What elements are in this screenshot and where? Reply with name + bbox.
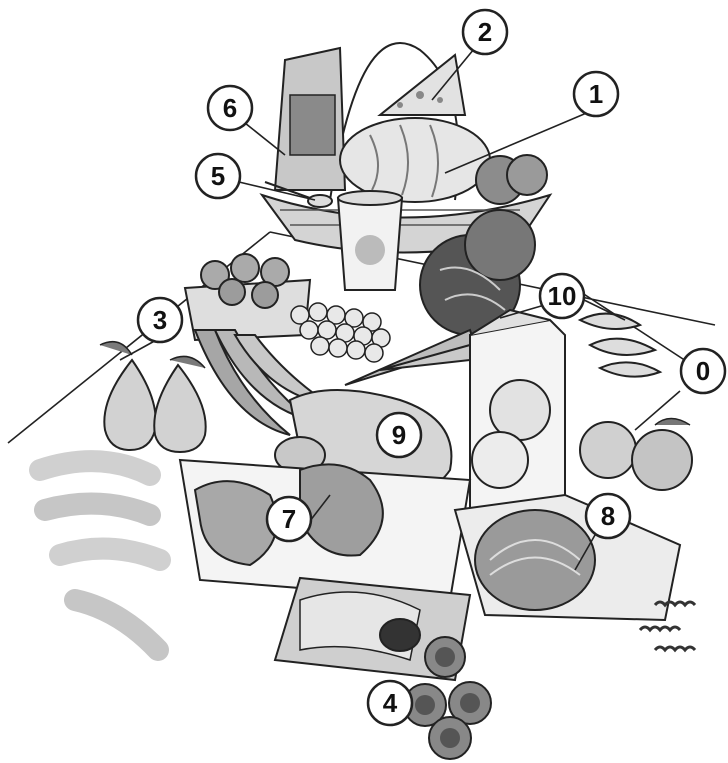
label-number-6: 6 <box>223 93 237 123</box>
label-number-9: 9 <box>392 420 406 450</box>
label-number-2: 2 <box>478 17 492 47</box>
label-badge-1: 1 <box>574 72 618 116</box>
label-badge-7: 7 <box>267 497 311 541</box>
cheese-wedge-illustration <box>380 55 465 115</box>
label-badge-10: 10 <box>540 274 584 318</box>
label-number-5: 5 <box>211 161 225 191</box>
meat-steaks-illustration <box>180 460 470 600</box>
label-number-0: 0 <box>696 356 710 386</box>
label-number-7: 7 <box>282 504 296 534</box>
label-badge-0: 0 <box>681 349 725 393</box>
label-number-4: 4 <box>383 688 398 718</box>
yogurt-cup-illustration <box>338 191 402 290</box>
label-number-8: 8 <box>601 501 615 531</box>
pears-illustration <box>100 342 206 452</box>
label-badge-6: 6 <box>208 86 252 130</box>
sausages-illustration <box>40 461 160 650</box>
juice-carton-illustration <box>470 310 565 520</box>
label-badge-8: 8 <box>586 494 630 538</box>
label-badge-9: 9 <box>377 413 421 457</box>
strawberry-box-illustration <box>185 254 310 340</box>
tomatoes-illustration <box>476 155 547 204</box>
grapes-illustration <box>291 303 390 362</box>
label-badge-5: 5 <box>196 154 240 198</box>
label-number-10: 10 <box>548 281 577 311</box>
pea-pods-illustration <box>580 314 660 377</box>
label-badge-4: 4 <box>368 681 412 725</box>
label-badge-3: 3 <box>138 298 182 342</box>
label-number-3: 3 <box>153 305 167 335</box>
label-badge-2: 2 <box>463 10 507 54</box>
pasta-box-illustration <box>455 495 680 620</box>
bread-loaf-illustration <box>340 118 490 202</box>
label-number-1: 1 <box>589 79 603 109</box>
cereal-bag-illustration <box>275 48 345 190</box>
